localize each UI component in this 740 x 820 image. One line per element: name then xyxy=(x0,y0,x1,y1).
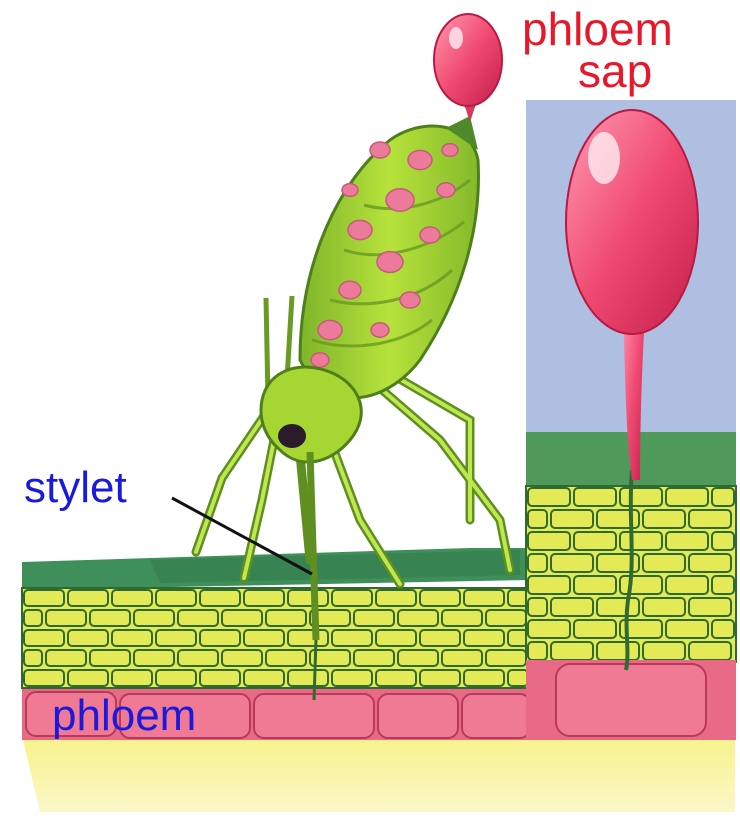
label-phloem-sap-line2: sap xyxy=(578,48,652,94)
label-stylet: stylet xyxy=(24,466,127,510)
label-phloem: phloem xyxy=(52,694,196,738)
ground-band xyxy=(0,736,740,815)
small-sap-droplet xyxy=(434,14,502,122)
sap-droplet-icon xyxy=(566,110,698,334)
inset-panel xyxy=(526,100,736,740)
